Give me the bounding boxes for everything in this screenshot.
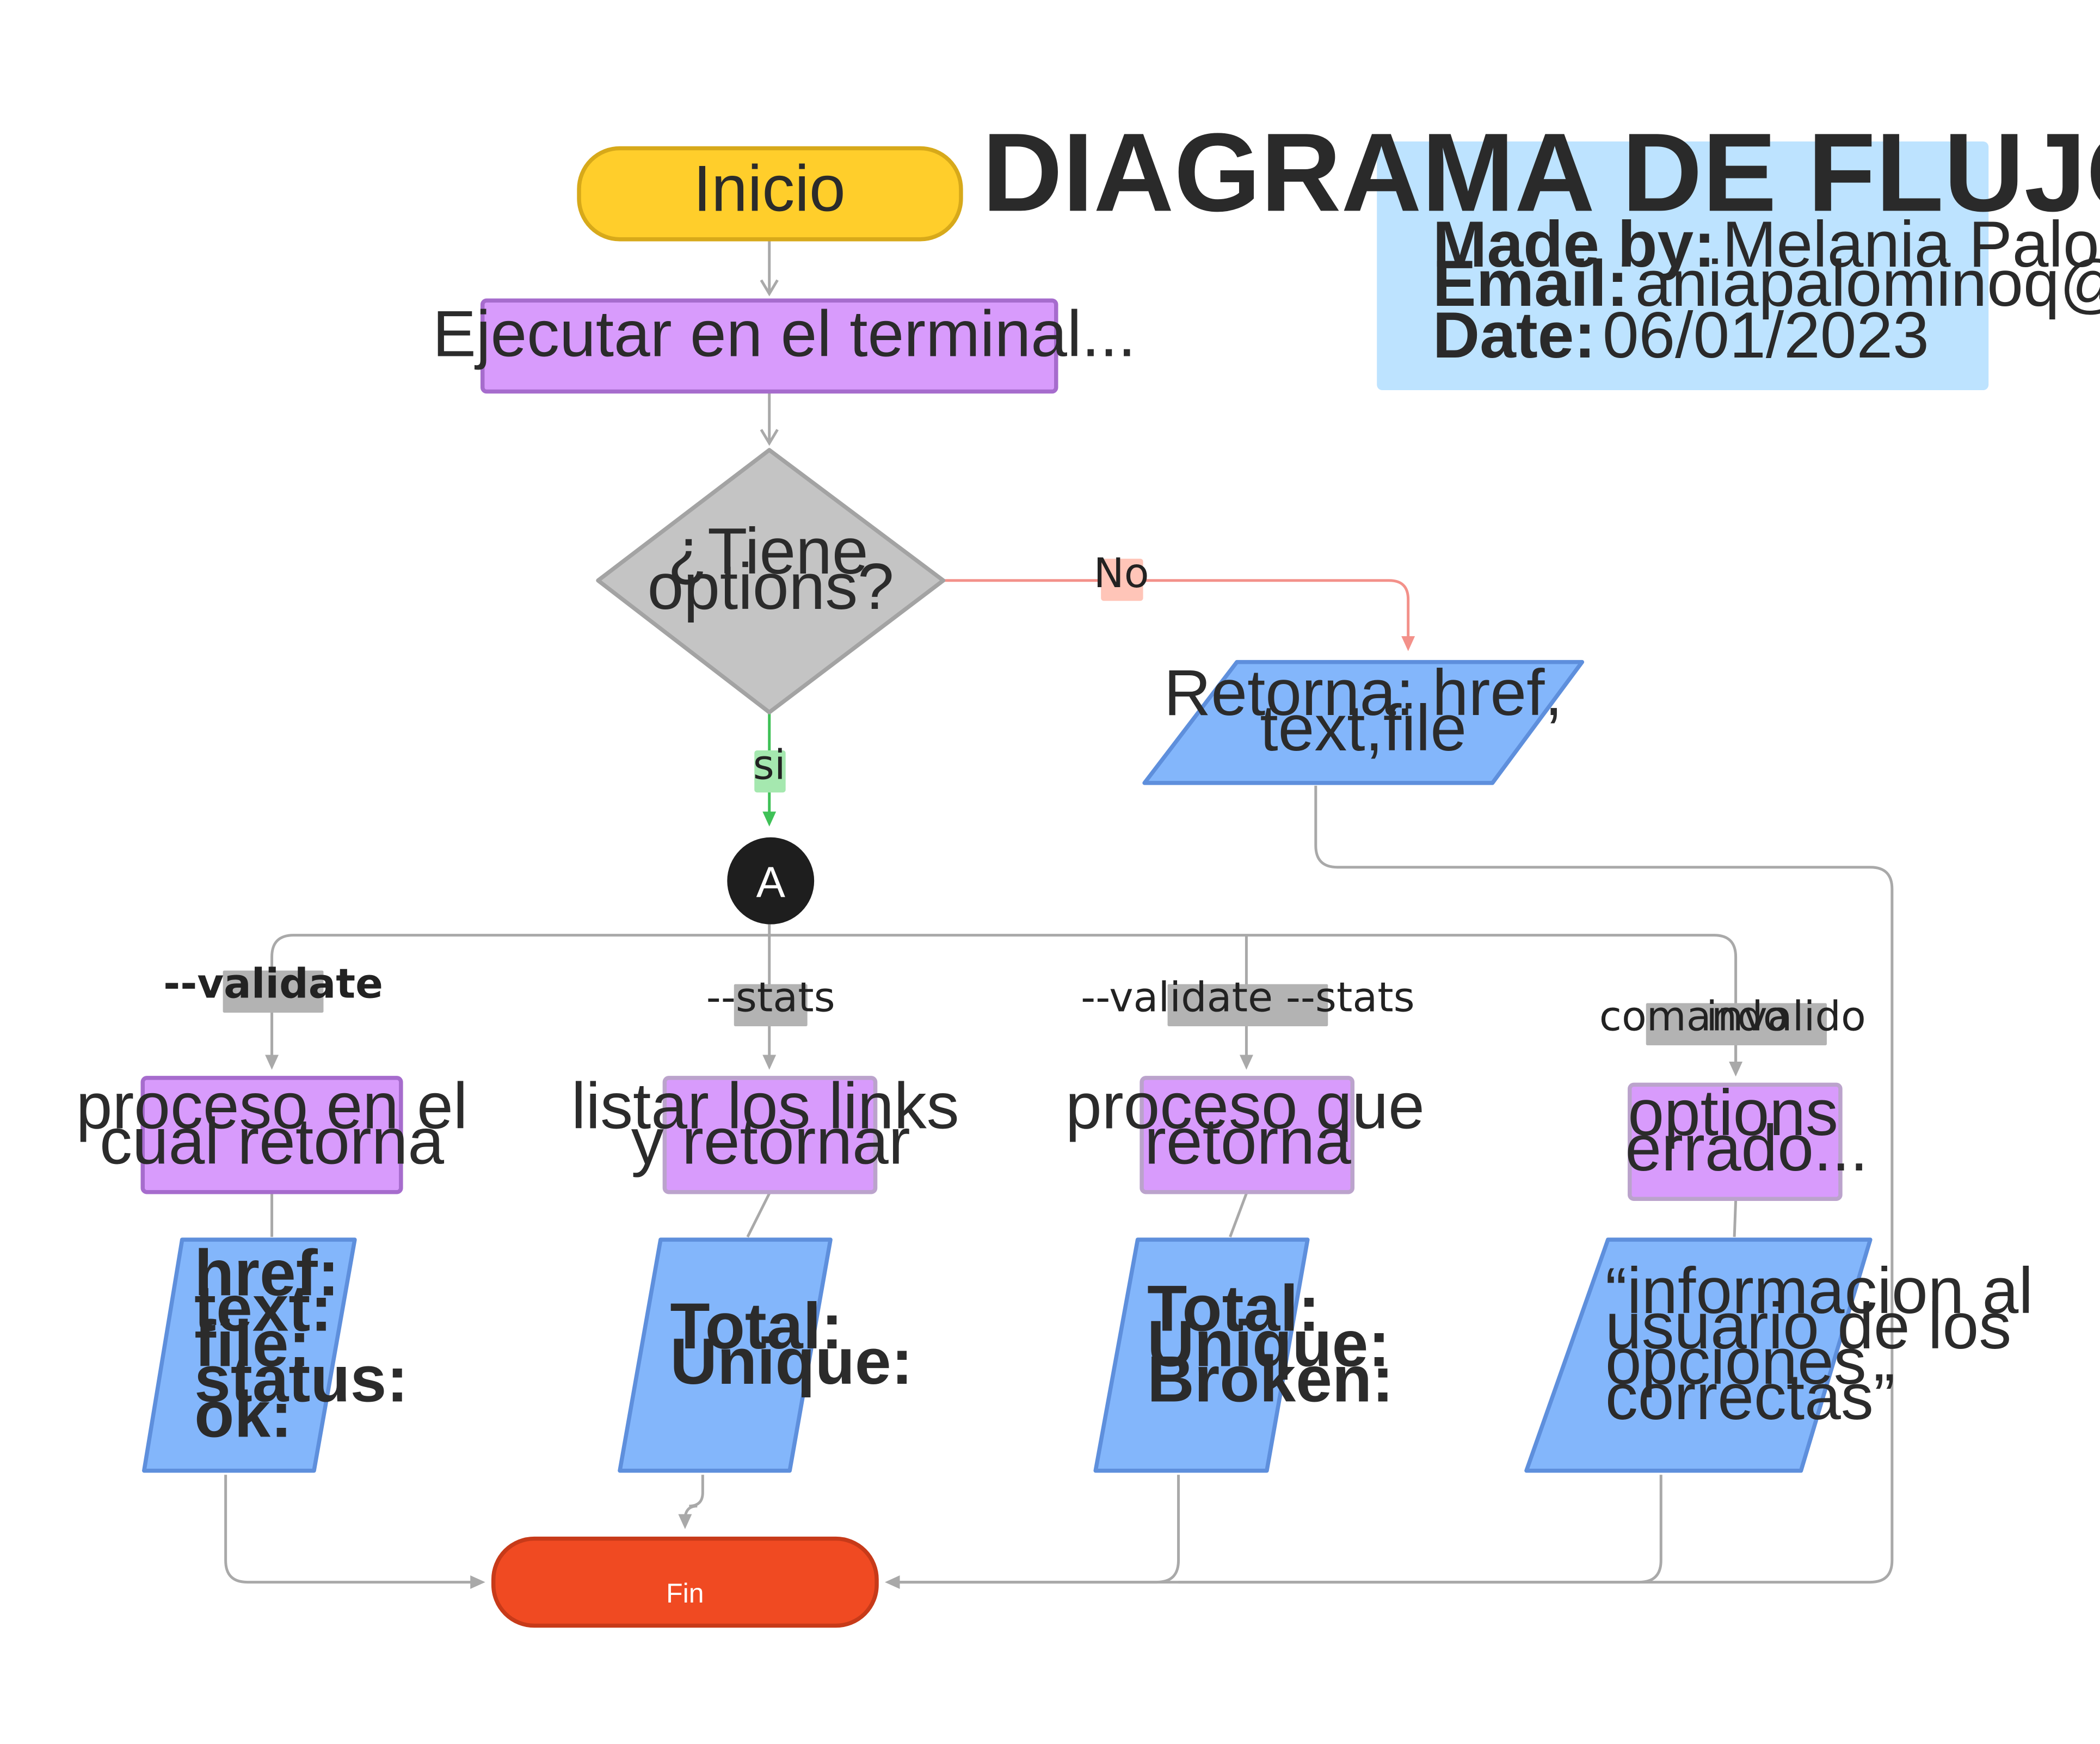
output-stats-line-2: Unique: <box>670 1325 913 1398</box>
stats-edge-label: --stats <box>706 973 835 1026</box>
validate-edge-label: --validate <box>163 960 383 1013</box>
output-stats[interactable]: Total: Unique: <box>618 1237 913 1473</box>
email-value: aniapalominoq@gmail.com <box>1635 247 2100 320</box>
email-label: Email: <box>1433 247 1629 320</box>
no-label: No <box>1094 549 1149 597</box>
comando-invalido-edge-label: comando invalido <box>1599 992 1866 1045</box>
output-invalid-line-2: usuario de los <box>1605 1290 2011 1363</box>
output-invalid-line-1: “informacion al <box>1605 1254 2033 1327</box>
no-edge-label: No <box>1094 549 1149 601</box>
retorna-line-1: Retorna: href, <box>1164 656 1563 729</box>
date-line: Date:06/01/2023 <box>1433 299 1929 372</box>
invalido-label: invalido <box>1706 992 1866 1040</box>
ejecutar-process[interactable]: Ejecutar en el terminal... <box>433 298 1136 394</box>
made-by-label: Made by: <box>1433 208 1716 281</box>
process-validate-line-1: proceso en el <box>76 1069 468 1142</box>
si-edge-label: si <box>753 741 786 793</box>
start-node[interactable]: Inicio <box>577 146 963 242</box>
process-validate[interactable]: proceso en el cual retorna <box>76 1069 468 1194</box>
date-value: 06/01/2023 <box>1603 299 1929 372</box>
output-invalid-line-4: correctas” <box>1605 1360 1895 1433</box>
output-both-line-1: Total: <box>1147 1272 1320 1345</box>
edge-out-stats-fin <box>678 1475 704 1530</box>
end-label: Fin <box>666 1578 704 1609</box>
edge-out-both-fin <box>891 1475 1180 1584</box>
output-both-line-2: Unique: <box>1147 1307 1390 1380</box>
output-validate-stats[interactable]: Total: Unique: Broken: <box>1093 1237 1394 1473</box>
email-line: Email:aniapalominoq@gmail.com <box>1433 247 2100 320</box>
date-label: Date: <box>1433 299 1596 372</box>
process-invalid-line-1: options <box>1628 1076 1838 1149</box>
process-both-line-2: retorna <box>1144 1105 1351 1178</box>
edge-proc-out-invalid <box>1733 1200 1738 1237</box>
retorna-no-io[interactable]: Retorna: href, text,file <box>1142 656 1585 785</box>
output-validate-line-5: ok: <box>194 1378 292 1451</box>
made-by-value: Melania Palomino Quispe <box>1722 208 2100 281</box>
process-invalid-line-2: errado... <box>1625 1112 1868 1185</box>
connector-a[interactable]: A <box>727 837 815 925</box>
process-invalid[interactable]: options errado... <box>1625 1076 1868 1201</box>
output-invalid-line-3: opciones <box>1605 1325 1867 1398</box>
edge-decision-no <box>943 579 1415 651</box>
decision-line-2: options? <box>648 550 894 623</box>
decision-line-1: ¿Tiene <box>668 515 869 588</box>
edge-out-validate-fin <box>224 1475 485 1589</box>
edge-proc-out-stats <box>746 1193 771 1238</box>
process-validate-line-2: cual retorna <box>100 1105 444 1178</box>
retorna-line-2: text,file <box>1260 692 1467 765</box>
start-label: Inicio <box>693 152 846 225</box>
validate-label: --validate <box>163 960 383 1008</box>
output-validate-line-2: text: <box>194 1272 332 1345</box>
connectors <box>224 241 1894 1589</box>
output-invalid[interactable]: “informacion al usuario de los opciones … <box>1524 1237 2033 1473</box>
made-by-line: Made by:Melania Palomino Quispe <box>1433 208 2100 281</box>
output-both-line-3: Broken: <box>1147 1342 1394 1415</box>
stats-label: --stats <box>706 973 835 1021</box>
edge-proc-out-both <box>1229 1193 1248 1238</box>
output-validate-line-1: href: <box>194 1237 339 1310</box>
si-label: si <box>753 741 786 788</box>
process-both-line-1: proceso que <box>1066 1069 1425 1142</box>
process-validate-stats[interactable]: proceso que retorna <box>1066 1069 1425 1194</box>
process-stats-line-2: y retornar <box>631 1105 910 1178</box>
edge-out-invalid-fin <box>1178 1475 1662 1584</box>
end-node[interactable]: Fin <box>491 1536 879 1628</box>
comando-label: comando <box>1599 992 1788 1040</box>
options-decision[interactable]: ¿Tiene options? <box>596 448 946 714</box>
output-stats-line-1: Total: <box>670 1290 842 1363</box>
edge-branch-bus <box>270 934 1738 1069</box>
process-stats[interactable]: listar los links y retornar <box>571 1069 959 1194</box>
validate-stats-edge-label: --validate --stats <box>1081 973 1415 1026</box>
output-validate-line-4: status: <box>194 1342 408 1415</box>
validate-stats-label: --validate --stats <box>1081 973 1415 1021</box>
process-stats-line-1: listar los links <box>571 1069 959 1142</box>
output-validate[interactable]: href: text: file: status: ok: <box>142 1237 408 1473</box>
connector-a-label: A <box>756 858 786 907</box>
output-validate-line-3: file: <box>194 1307 310 1380</box>
diagram-title: DIAGRAMA DE FLUJO CLI <box>982 110 2100 235</box>
info-card: DIAGRAMA DE FLUJO CLI Made by:Melania Pa… <box>982 110 2100 391</box>
edge-retorna-fin <box>885 785 1894 1589</box>
ejecutar-label: Ejecutar en el terminal... <box>433 298 1136 371</box>
